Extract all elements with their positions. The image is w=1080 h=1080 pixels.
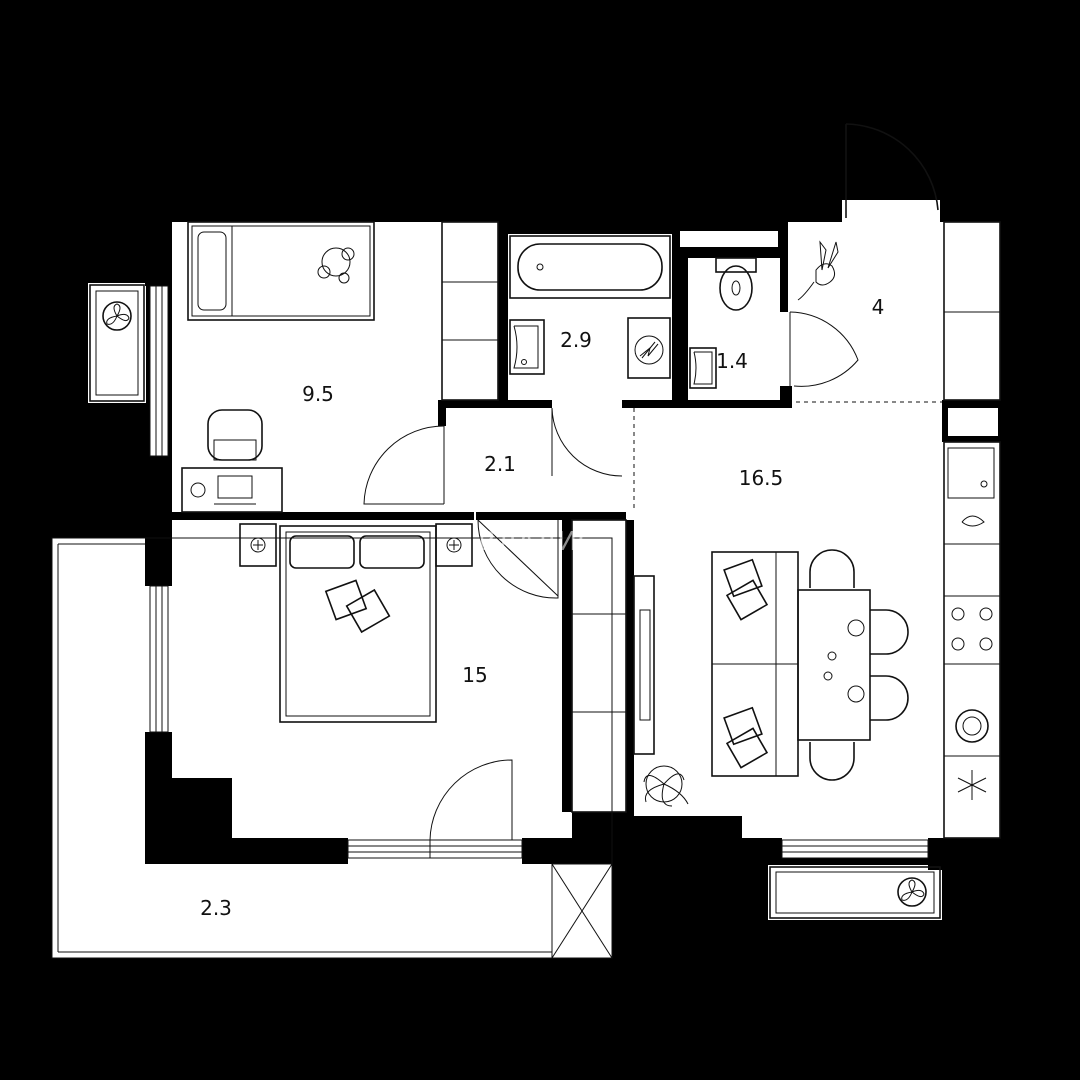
area-label-bathroom: 2.9 xyxy=(560,328,592,352)
room-labels: 9.5 2.9 1.4 4 2.1 16.5 15 2.3 xyxy=(200,295,884,920)
walls xyxy=(140,200,1030,870)
wall-closet xyxy=(562,520,572,812)
area-label-hall: 2.1 xyxy=(484,452,516,476)
toilet-fixtures xyxy=(689,257,757,389)
ac-unit-bottom xyxy=(769,866,941,919)
wall-bed-divider xyxy=(172,512,474,520)
apartment-floor xyxy=(172,200,1000,848)
wall-bottom-2 xyxy=(522,838,782,864)
wall-living-left xyxy=(626,520,634,816)
wall-bottom-1 xyxy=(145,838,348,864)
area-label-entry: 4 xyxy=(872,295,885,319)
bedroom-small-furniture xyxy=(181,221,499,513)
wall-toilet-top xyxy=(678,250,780,258)
wall-bath-left xyxy=(498,222,508,408)
doors xyxy=(363,123,942,858)
wall-hall-top xyxy=(442,400,552,408)
wall-left-1 xyxy=(145,200,172,286)
wall-entry-corner xyxy=(780,386,792,408)
wall-bed-divider-2 xyxy=(476,512,626,520)
bathroom-fixtures xyxy=(509,235,671,379)
vent-inner xyxy=(948,408,998,436)
wall-top xyxy=(140,200,842,222)
wall-left-2 xyxy=(145,456,172,586)
wall-bottom-step2 xyxy=(634,816,742,838)
wall-hall-top-2 xyxy=(622,400,792,408)
main-bedroom-furniture xyxy=(239,519,627,813)
wall-bath-toilet xyxy=(672,234,686,408)
area-label-balcony: 2.3 xyxy=(200,896,232,920)
watermark: ВЛАДИС xyxy=(478,527,597,557)
windows xyxy=(149,285,929,859)
riser-inner xyxy=(680,231,778,247)
area-label-bedroom-main: 15 xyxy=(462,663,487,687)
floors xyxy=(52,200,1000,958)
area-label-bedroom-small: 9.5 xyxy=(302,382,334,406)
balcony-details xyxy=(51,537,613,959)
bottom-ac-box-floor xyxy=(768,865,942,920)
area-label-toilet: 1.4 xyxy=(716,349,748,373)
entry-details xyxy=(797,221,1001,401)
wall-hall-left xyxy=(438,400,446,426)
living-furniture xyxy=(633,549,909,807)
wall-right xyxy=(1000,200,1028,870)
wall-toilet-entry xyxy=(780,222,788,312)
kitchen-counter xyxy=(943,441,1001,839)
ac-unit-left xyxy=(89,284,145,402)
area-label-kitchen-living: 16.5 xyxy=(739,466,784,490)
wall-bottom-step xyxy=(572,812,634,842)
left-ac-box-floor xyxy=(88,283,146,403)
